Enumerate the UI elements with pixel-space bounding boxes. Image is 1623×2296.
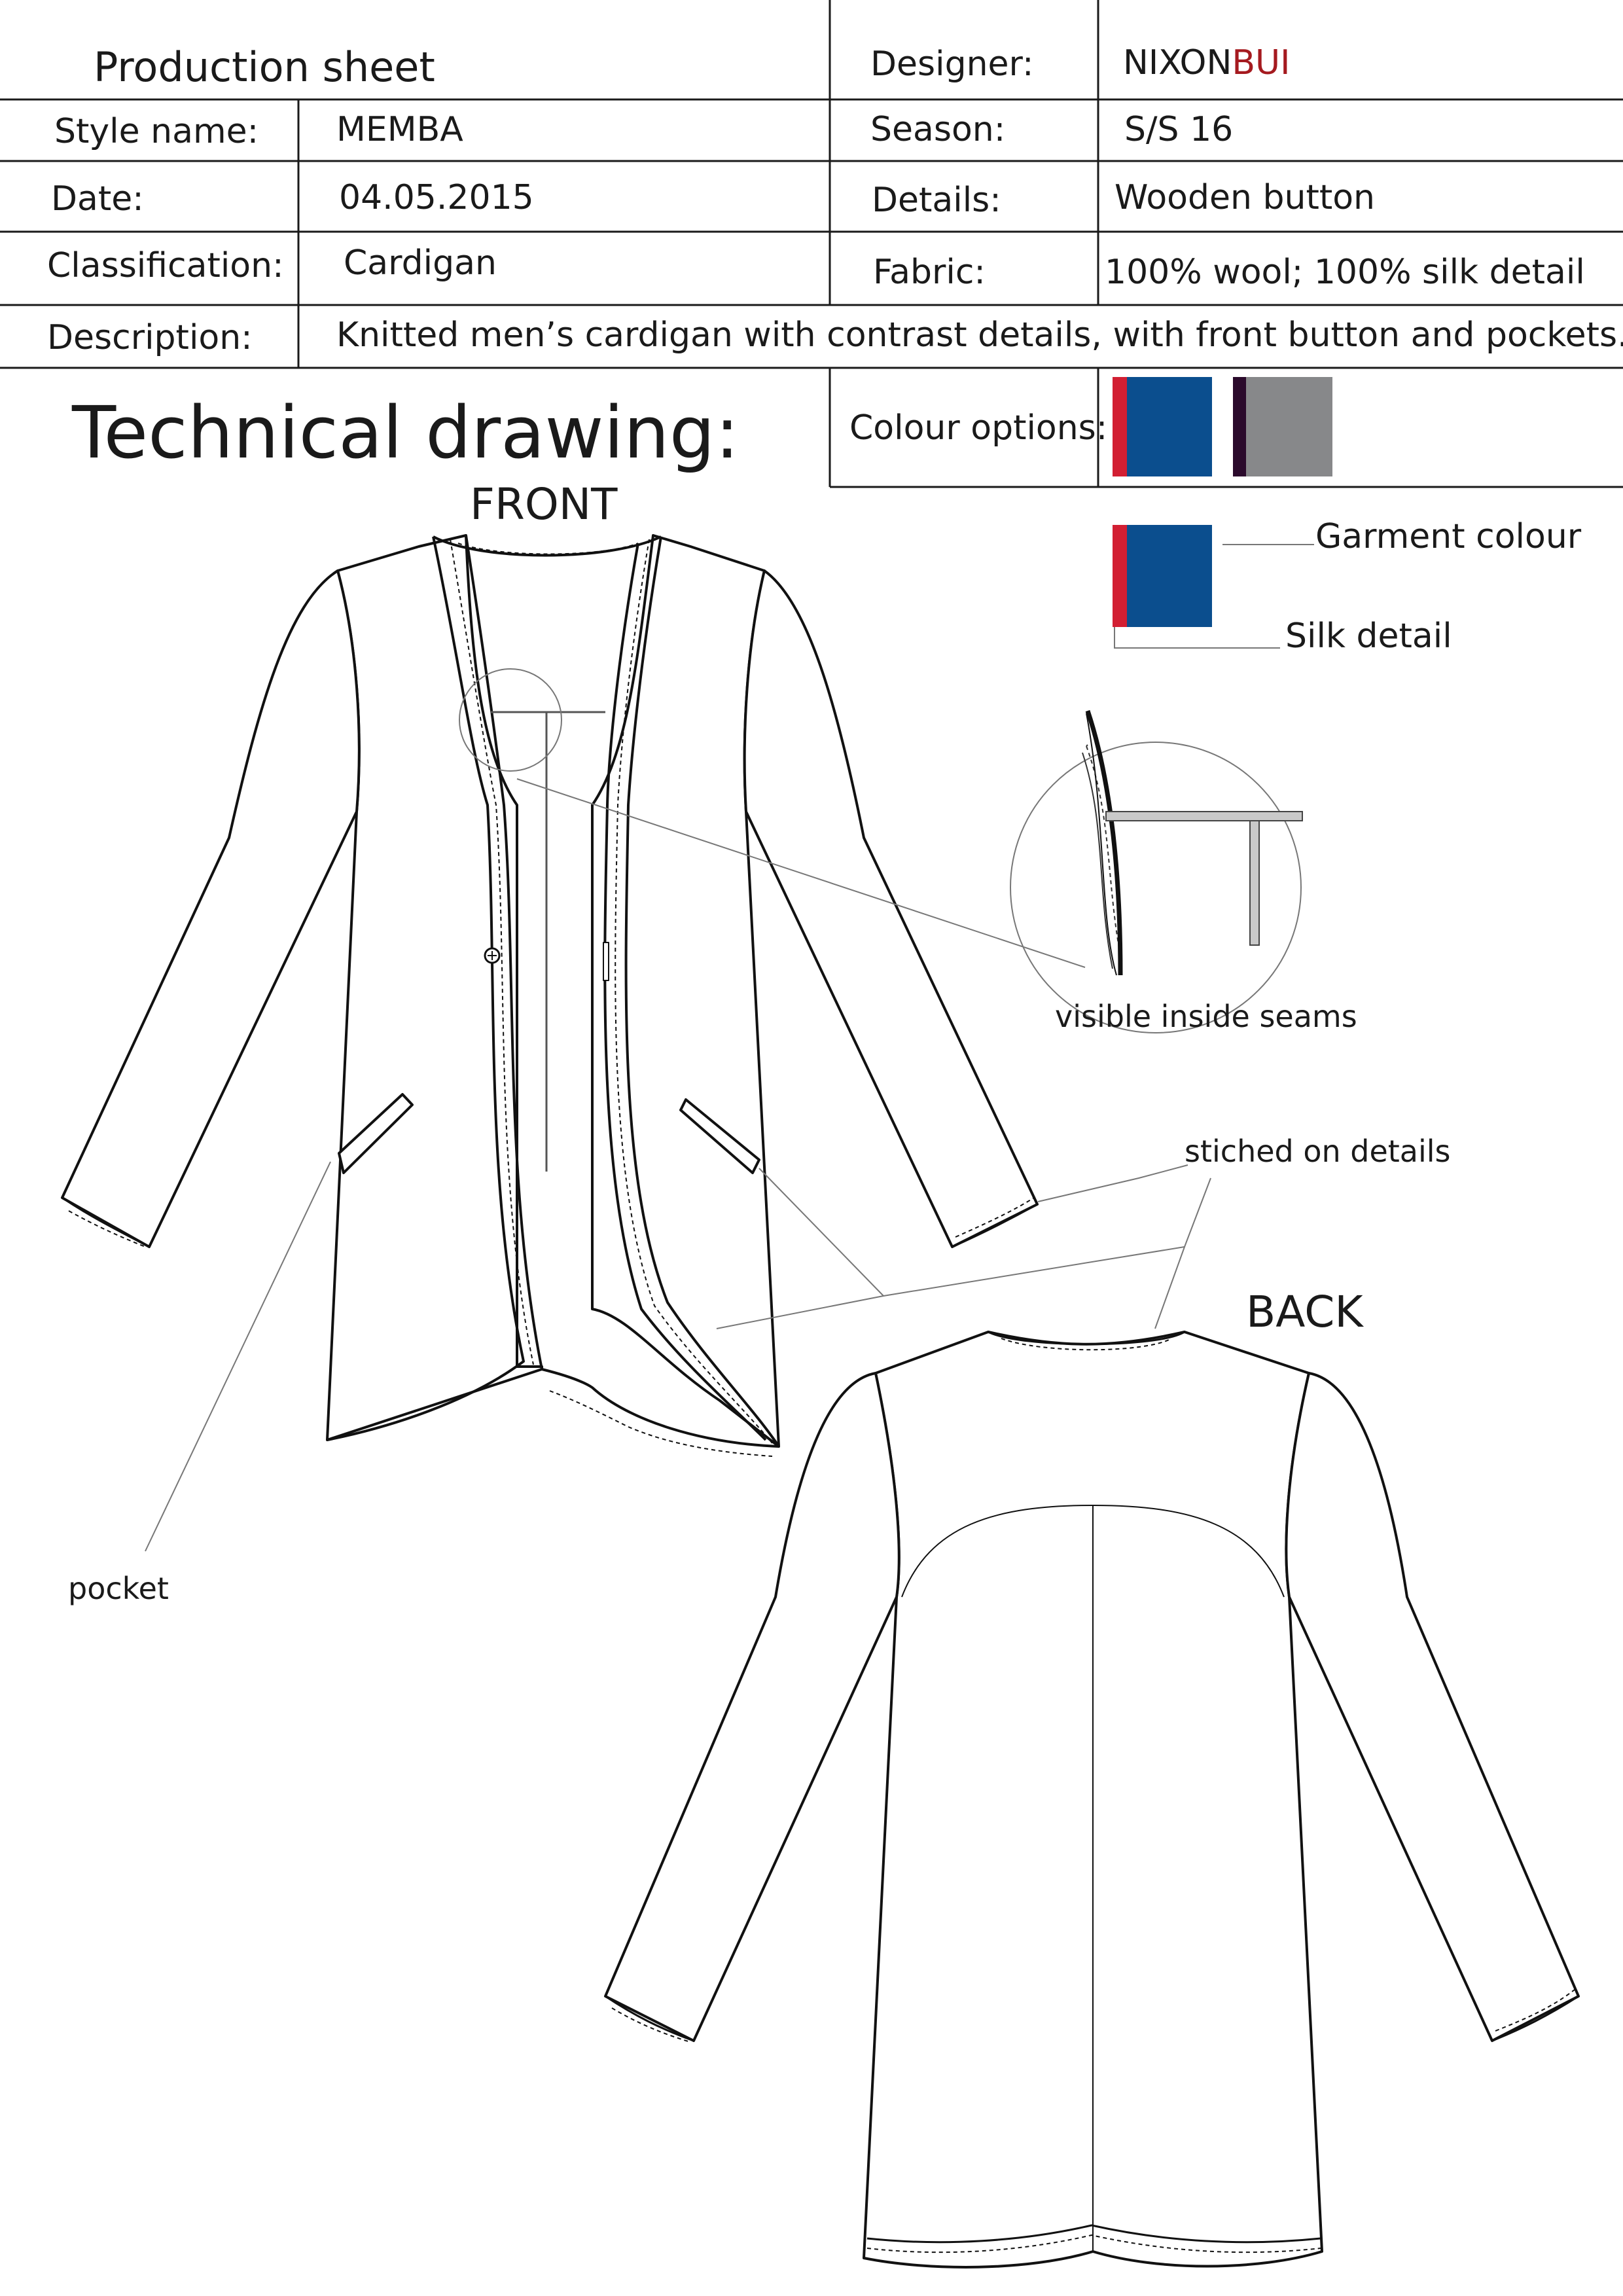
back-left-cuff [605, 1995, 694, 2042]
fabric-value: 100% wool; 100% silk detail [1105, 253, 1585, 292]
option-2-garment-block [1246, 377, 1332, 476]
designer-label: Designer: [870, 45, 1034, 84]
season-label: Season: [870, 110, 1006, 149]
buttonhole [603, 942, 609, 981]
description-value: Knitted men’s cardigan with contrast det… [336, 315, 1623, 355]
front-detail-circle [459, 668, 562, 772]
silk-detail-label: Silk detail [1285, 617, 1452, 656]
stitched-details-label: stiched on details [1185, 1134, 1451, 1169]
technical-drawing-heading: Technical drawing: [72, 391, 740, 475]
front-right-cuff [952, 1203, 1038, 1248]
option-1-garment-block [1127, 377, 1212, 476]
details-value: Wooden button [1115, 178, 1375, 217]
pocket-label: pocket [68, 1571, 169, 1606]
details-label: Details: [872, 181, 1001, 220]
designer-value: NIXONBUI [1123, 46, 1290, 80]
front-hem-band [541, 1368, 779, 1448]
designer-last-name: BUI [1232, 43, 1291, 82]
back-right-sleeve [1285, 1372, 1580, 2042]
front-left-sleeve [61, 569, 361, 1248]
stitched-details-leaders [716, 1164, 1211, 1329]
classification-label: Classification: [47, 246, 284, 285]
style-name-label: Style name: [54, 112, 259, 151]
front-left-cuff [62, 1196, 150, 1248]
colour-option-2-swatch [1233, 377, 1332, 476]
front-neck-band [433, 535, 662, 557]
front-label: FRONT [470, 479, 618, 529]
back-label: BACK [1246, 1287, 1363, 1337]
date-value: 04.05.2015 [339, 178, 534, 217]
legend-swatch [1113, 525, 1314, 649]
back-neck-band [988, 1331, 1185, 1346]
option-2-silk-stripe [1233, 377, 1246, 476]
legend-garment-block [1127, 525, 1212, 627]
description-label: Description: [47, 318, 253, 357]
front-right-band [624, 536, 780, 1448]
date-label: Date: [51, 179, 144, 219]
zoom-front-band-edge [1085, 709, 1123, 976]
colour-options-label: Colour options: [849, 408, 1108, 448]
option-1-silk-stripe [1113, 377, 1127, 476]
back-hem-band [866, 2224, 1321, 2244]
colour-option-1-swatch [1113, 377, 1212, 476]
back-cardigan-drawing [604, 1331, 1580, 2269]
front-left-panel [326, 534, 543, 1441]
inside-seams-label: visible inside seams [1055, 999, 1357, 1034]
front-right-pocket [679, 1098, 760, 1174]
front-left-band [327, 536, 525, 1441]
front-left-pocket [338, 1093, 414, 1174]
back-right-cuff [1491, 1995, 1579, 2042]
classification-value: Cardigan [344, 243, 497, 283]
season-value: S/S 16 [1124, 110, 1234, 149]
designer-first-name: NIXON [1123, 43, 1232, 82]
front-cardigan-drawing [61, 534, 1039, 1457]
header-table-grid [0, 0, 1623, 488]
garment-colour-label: Garment colour [1315, 517, 1582, 556]
inside-seam-zoom-detail [516, 709, 1303, 1033]
legend-silk-stripe [1113, 525, 1127, 627]
inside-seams-leader [516, 778, 1086, 968]
front-right-sleeve [743, 569, 1039, 1248]
pocket-leader [145, 1161, 331, 1552]
fabric-label: Fabric: [873, 253, 986, 292]
style-name-value: MEMBA [336, 110, 463, 149]
sheet-title: Production sheet [94, 43, 435, 91]
back-left-sleeve [604, 1372, 901, 2042]
